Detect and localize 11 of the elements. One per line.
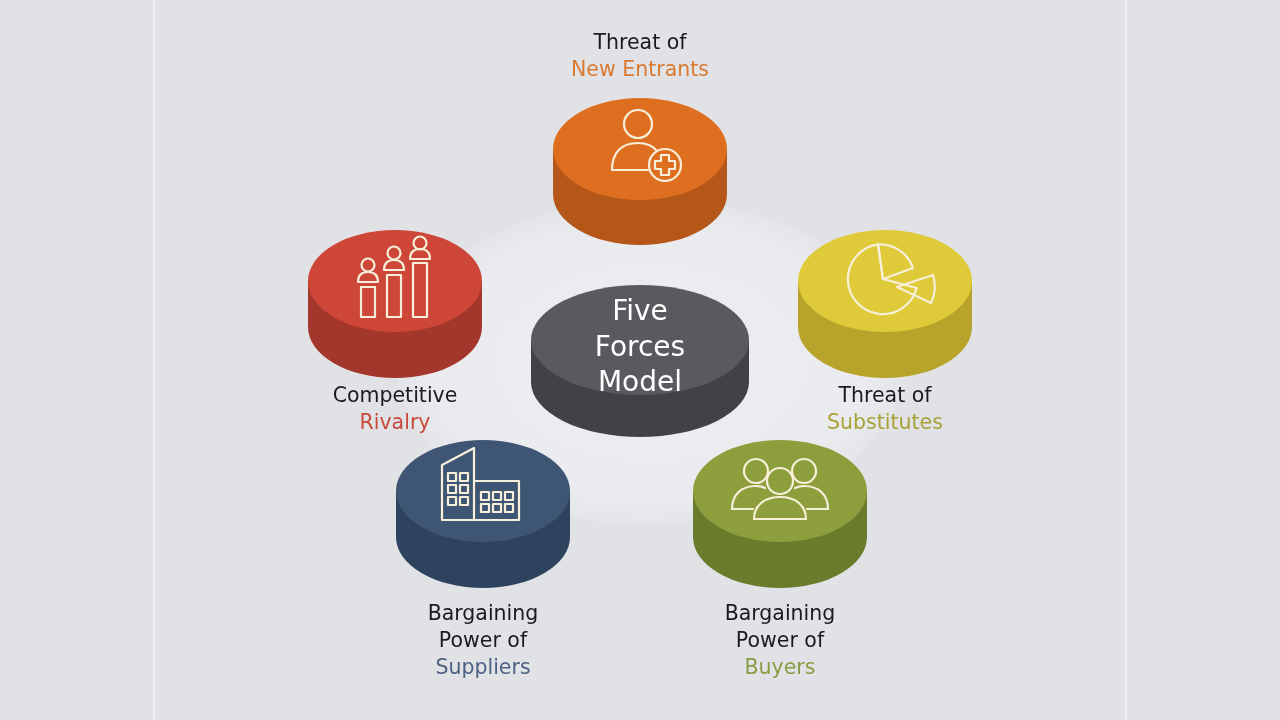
force-label-highlight: Suppliers [435,654,531,681]
force-label-highlight: New Entrants [571,56,709,83]
force-label: Bargaining Power of [723,600,837,654]
force-label: Threat of [593,29,687,56]
model-title: Five Forces Model [593,292,687,400]
force-label: Competitive [332,382,458,409]
force-label: Threat of [838,382,932,409]
force-label-highlight: Substitutes [827,409,943,436]
force-label-highlight: Rivalry [359,409,431,436]
force-label-highlight: Buyers [744,654,816,681]
force-label: Bargaining Power of [426,600,540,654]
